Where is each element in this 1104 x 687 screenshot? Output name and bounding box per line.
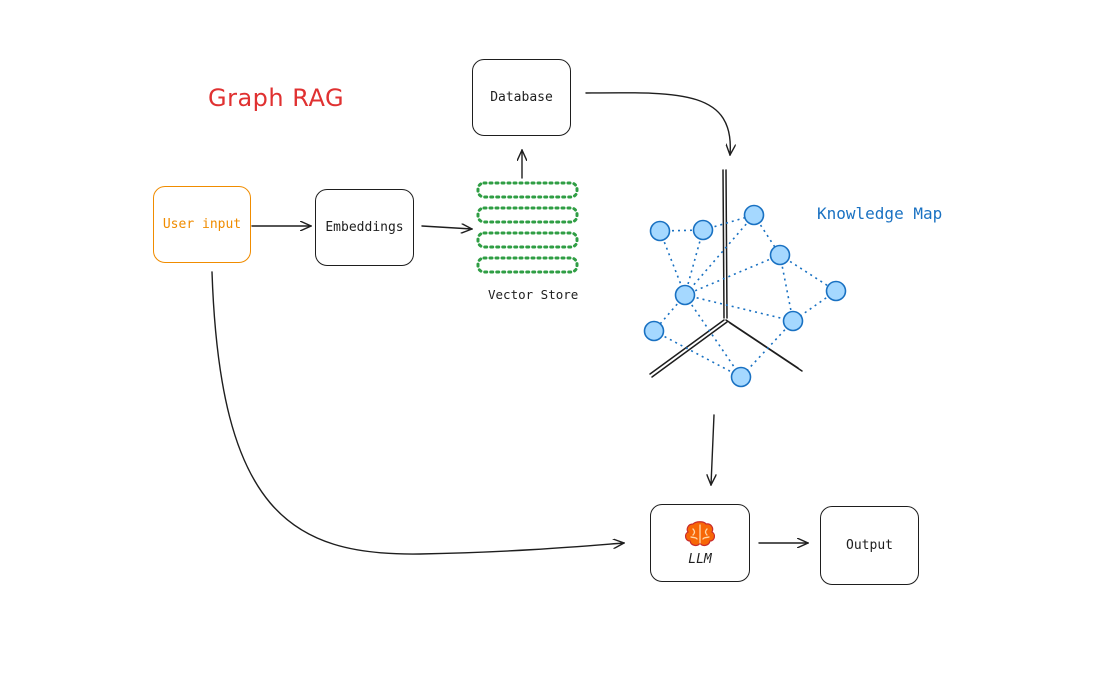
arrow-embeddings-to-vectorstore xyxy=(421,226,472,229)
graph-node xyxy=(782,310,804,332)
arrow-knowledgemap-to-llm xyxy=(711,414,714,485)
vector-store-layer xyxy=(476,206,579,224)
graph-node xyxy=(730,366,752,388)
knowledge-map-label: Knowledge Map xyxy=(817,204,943,223)
graph-node xyxy=(825,280,847,302)
diagram-title: Graph RAG xyxy=(208,84,345,112)
arrow-database-to-knowledgemap xyxy=(585,92,730,155)
llm-node: LLM xyxy=(650,504,750,582)
user-input-label: User input xyxy=(162,217,242,232)
embeddings-node: Embeddings xyxy=(315,189,414,266)
embeddings-label: Embeddings xyxy=(325,220,404,235)
vector-store-layer xyxy=(476,231,579,249)
arrow-userinput-to-llm xyxy=(211,271,624,555)
vector-store-layer xyxy=(476,256,579,274)
knowledge-map-nodes xyxy=(643,204,847,388)
graph-node xyxy=(692,219,714,241)
vector-store-stack xyxy=(476,181,579,274)
graph-node xyxy=(674,284,696,306)
graph-node xyxy=(643,320,665,342)
graph-node xyxy=(743,204,765,226)
user-input-node: User input xyxy=(153,186,251,263)
brain-icon xyxy=(684,520,716,546)
vector-store-label: Vector Store xyxy=(488,287,579,302)
output-node: Output xyxy=(820,506,919,585)
output-label: Output xyxy=(846,538,893,553)
vector-store-layer xyxy=(476,181,579,199)
database-label: Database xyxy=(490,90,553,105)
knowledge-map-axes xyxy=(649,169,803,378)
graph-node xyxy=(649,220,671,242)
database-node: Database xyxy=(472,59,571,136)
graph-node xyxy=(769,244,791,266)
llm-label: LLM xyxy=(688,551,712,567)
